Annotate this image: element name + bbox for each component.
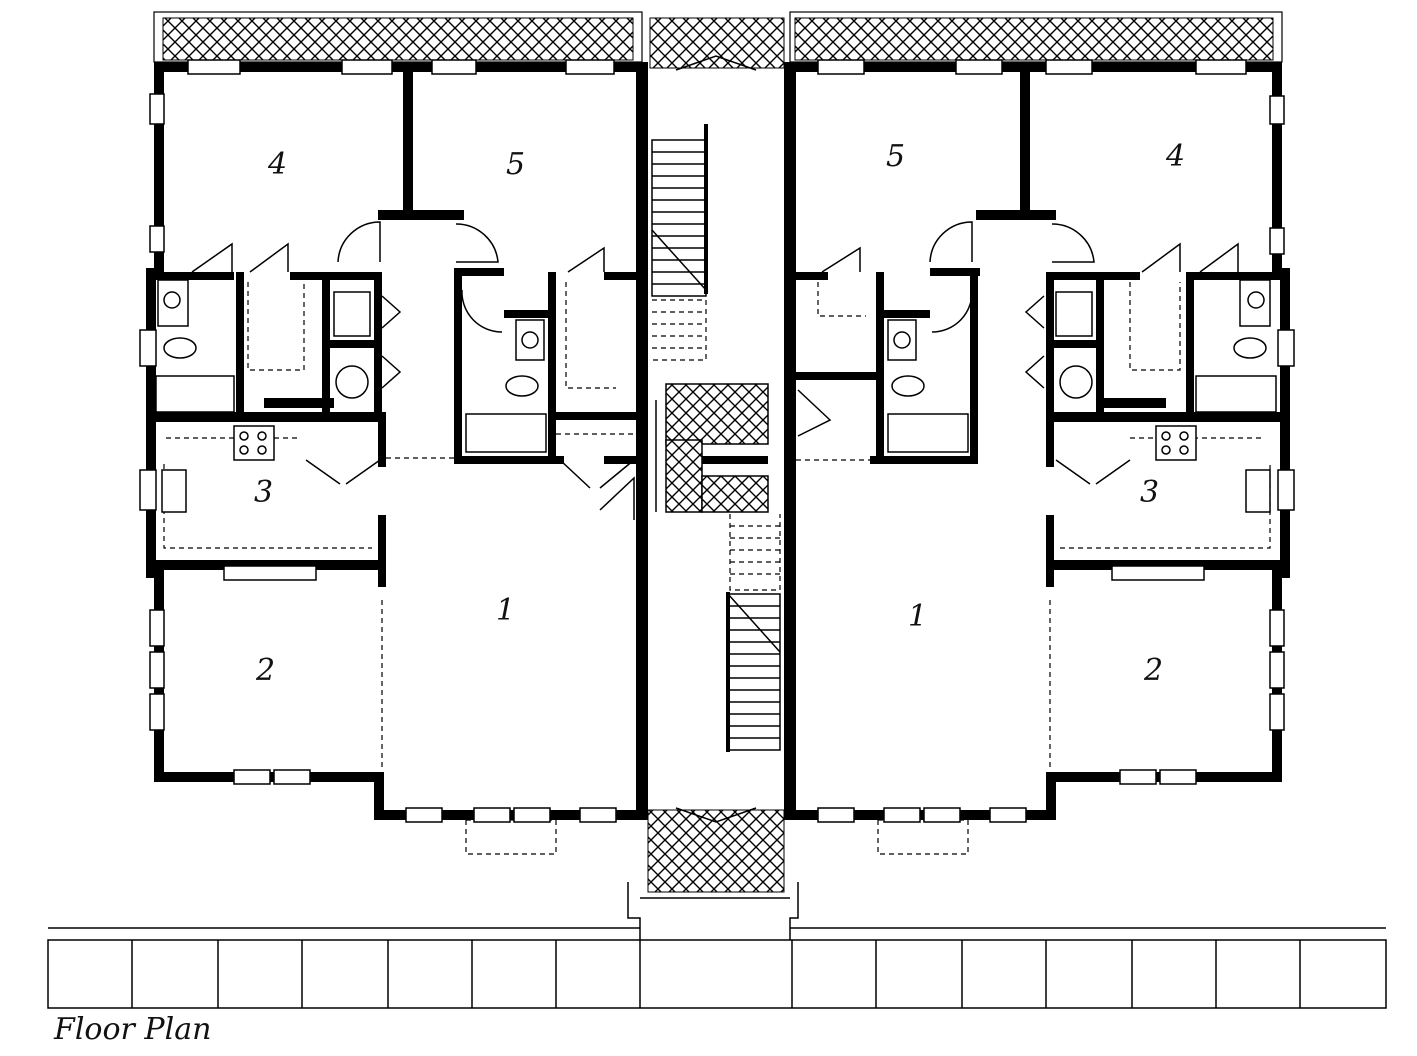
room-label-kitchen-left: 3 xyxy=(254,475,273,510)
room-label-kitchen-right: 3 xyxy=(1140,475,1159,510)
room-label-front-bedroom-left: 2 xyxy=(255,653,275,688)
plan-caption: Floor Plan xyxy=(54,1012,212,1047)
rear-stoop-center xyxy=(649,17,785,69)
room-label-rear-bedroom-inner-right: 5 xyxy=(886,139,905,174)
room-label-rear-bedroom-inner-left: 5 xyxy=(506,147,525,182)
upper-stair-flight xyxy=(651,124,708,297)
right-unit-walls xyxy=(784,62,1290,820)
rear-patio-right xyxy=(789,11,1283,63)
room-labels-left-unit: 1 2 3 4 5 xyxy=(254,147,525,688)
room-label-rear-bedroom-outer-right: 4 xyxy=(1165,139,1185,174)
lower-stair-flight xyxy=(726,592,781,752)
front-stoop xyxy=(627,809,799,940)
windows xyxy=(139,59,1295,823)
room-label-living-right: 1 xyxy=(908,599,927,634)
room-label-living-left: 1 xyxy=(496,593,515,628)
room-label-front-bedroom-right: 2 xyxy=(1143,653,1163,688)
kitchen-fixtures xyxy=(161,425,1271,581)
stair-landing xyxy=(655,383,769,513)
door-swings xyxy=(191,221,1239,520)
room-label-rear-bedroom-outer-left: 4 xyxy=(267,147,287,182)
stair-hall xyxy=(651,55,781,823)
left-unit-walls xyxy=(146,62,648,820)
bathroom-fixtures xyxy=(155,279,1277,453)
rear-patio-left xyxy=(153,11,643,63)
sidewalk xyxy=(47,927,1387,1009)
room-labels-right-unit: 1 2 3 4 5 xyxy=(886,139,1185,688)
